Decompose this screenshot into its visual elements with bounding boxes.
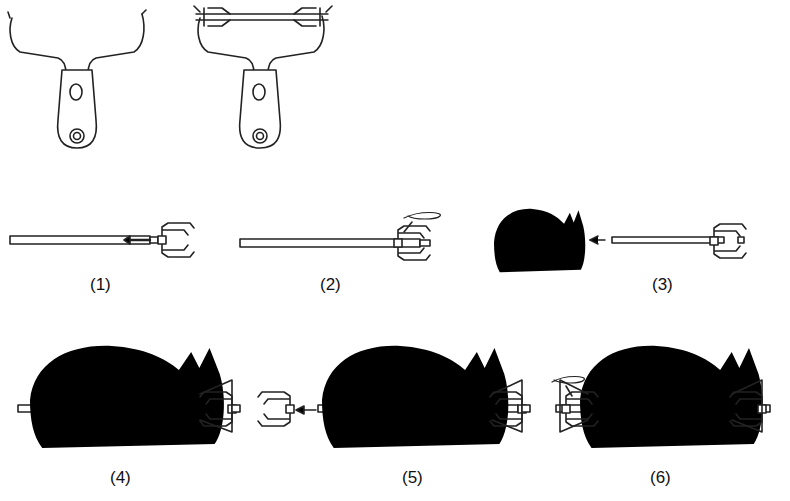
step-number: (3) <box>652 275 673 295</box>
step-number: (5) <box>402 468 423 488</box>
assembled-frame <box>194 6 332 148</box>
step-1-spit <box>10 223 194 257</box>
step-5 <box>258 346 530 448</box>
step-4 <box>18 346 240 448</box>
step-2-spit <box>240 213 440 261</box>
step-6 <box>552 346 770 448</box>
step-number: (6) <box>650 468 671 488</box>
step-number: (2) <box>320 275 341 295</box>
step-number: (4) <box>110 468 131 488</box>
handle-frame <box>8 10 146 148</box>
step-number: (1) <box>90 275 111 295</box>
step-3 <box>494 209 746 272</box>
